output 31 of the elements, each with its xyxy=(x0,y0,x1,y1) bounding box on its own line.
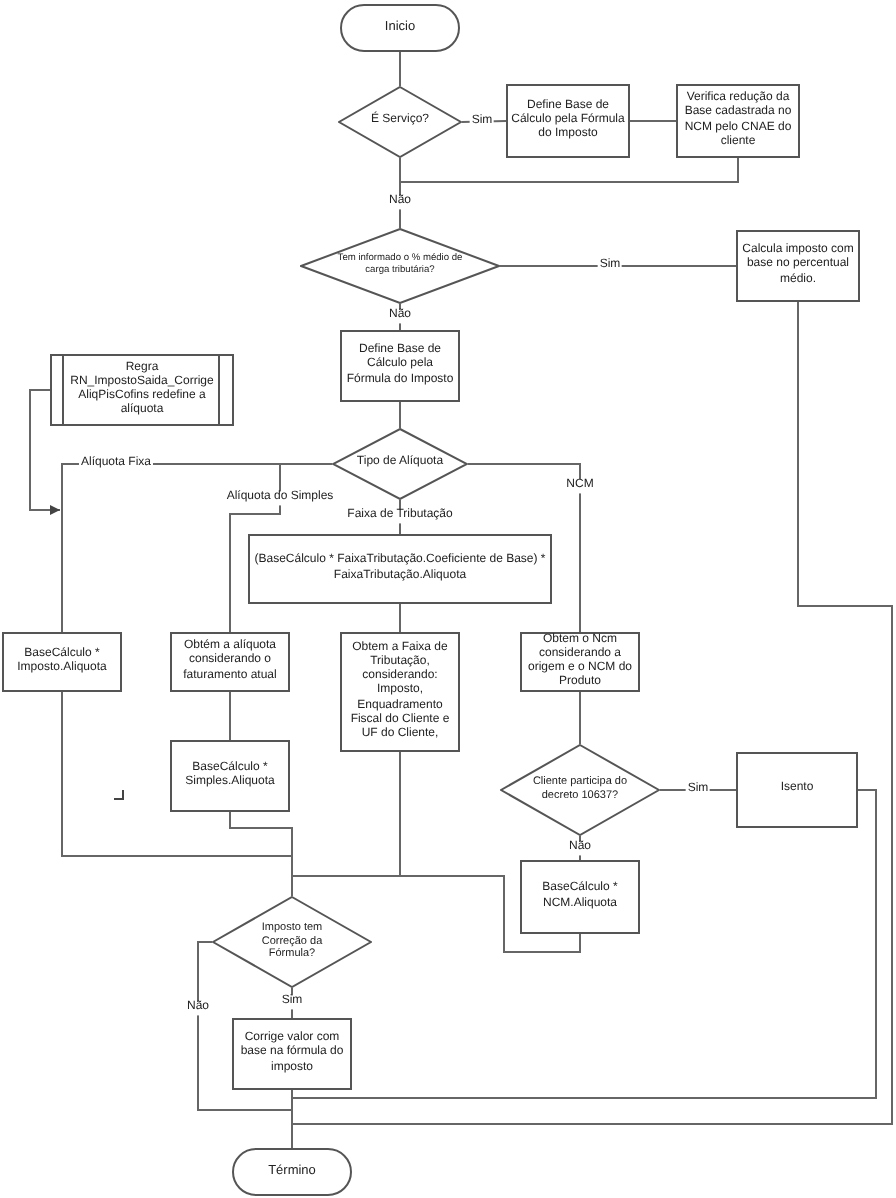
connector-line xyxy=(579,691,581,745)
process-box xyxy=(736,230,860,302)
arrow xyxy=(29,389,61,515)
process-box xyxy=(340,330,460,402)
connector-line xyxy=(399,401,401,429)
decision-diamond xyxy=(300,228,500,304)
process-box xyxy=(170,740,290,812)
process-box xyxy=(736,752,858,828)
process-box xyxy=(248,534,552,604)
connector-line xyxy=(229,463,333,633)
decision-diamond xyxy=(500,744,660,836)
process-box xyxy=(520,860,640,934)
connector-line xyxy=(399,51,401,87)
decision-diamond xyxy=(212,896,372,988)
process-box xyxy=(170,632,290,692)
terminator xyxy=(340,4,460,52)
connector-line xyxy=(229,691,231,741)
connector-line xyxy=(399,603,401,633)
connector-line xyxy=(629,120,677,122)
subprocess-box xyxy=(50,354,234,426)
connector-line xyxy=(399,303,401,331)
process-box xyxy=(232,1018,352,1090)
decision-diamond xyxy=(338,86,462,158)
terminator xyxy=(232,1148,352,1196)
connector-line xyxy=(499,265,737,267)
process-box xyxy=(506,84,630,158)
connector-line xyxy=(291,987,293,1019)
process-box xyxy=(2,632,122,692)
connector-line xyxy=(291,875,581,953)
decision-diamond xyxy=(332,428,468,500)
connector-line xyxy=(467,463,581,633)
